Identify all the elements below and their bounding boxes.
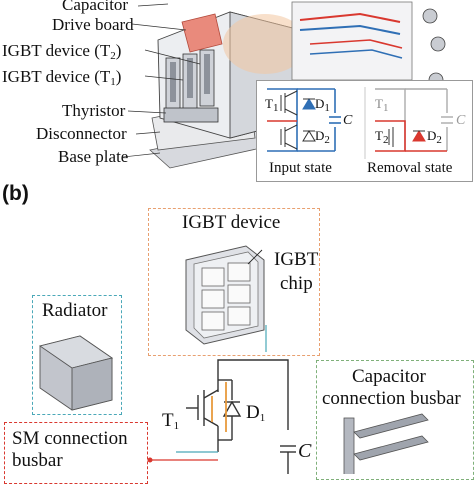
inset-t1-sub: 1 xyxy=(272,102,279,114)
label-disconnector: Disconnector xyxy=(36,124,127,143)
circuit-t1-sub: 1 xyxy=(173,420,180,432)
igbt-t2-prefix: IGBT device (T xyxy=(2,41,111,60)
inset-d2-right-letter: D xyxy=(427,128,437,143)
removal-state-label: Removal state xyxy=(367,160,453,176)
inset-t2-letter: T xyxy=(375,128,383,143)
inset-d2-right-label: D2 xyxy=(427,127,442,149)
inset-c-right-label: C xyxy=(456,113,466,128)
igbt-chip-label-line1: IGBT xyxy=(274,249,319,270)
inset-t2-sub: 2 xyxy=(382,134,389,146)
panel-b-tag: (b) xyxy=(2,182,29,205)
sm-busbar-line2: busbar xyxy=(12,450,63,471)
inset-d1-sub: 1 xyxy=(324,102,330,114)
igbt-t2-sub: 2 xyxy=(110,50,116,62)
inset-d2-label: D2 xyxy=(315,127,330,149)
igbt-device-box xyxy=(148,208,320,356)
radiator-box xyxy=(32,295,122,415)
igbt-chip-label-line2: chip xyxy=(280,273,313,294)
igbt-device-title: IGBT device xyxy=(182,212,281,233)
inset-t1-right-sub: 1 xyxy=(382,102,389,114)
label-base-plate: Base plate xyxy=(58,147,129,166)
circuit-inset-drawing xyxy=(267,87,453,159)
circuit-inset: T1 D1 D2 C T1 T2 D2 C Input state Remova… xyxy=(256,80,473,182)
inset-d1-letter: D xyxy=(315,96,325,111)
inset-t1-label: T1 xyxy=(265,95,278,117)
inset-d2-letter: D xyxy=(315,128,325,143)
inset-c-label: C xyxy=(343,113,353,128)
capacitor-busbar-line1: Capacitor xyxy=(352,366,426,387)
label-thyristor: Thyristor xyxy=(62,101,126,120)
igbt-t2-suffix: ) xyxy=(115,41,122,60)
label-igbt-t2: IGBT device (T2) xyxy=(2,42,121,65)
capacitor-busbar-line2: connection busbar xyxy=(322,388,461,409)
circuit-d1-letter: D xyxy=(246,402,260,423)
igbt-t1-prefix: IGBT device (T xyxy=(2,67,111,86)
circuit-t1-letter: T xyxy=(162,410,174,431)
inset-d2-right-sub: 2 xyxy=(436,134,442,146)
circuit-d1-label: D1 xyxy=(246,402,266,427)
circuit-t1-label: T1 xyxy=(162,410,180,435)
inset-t1-right-label: T1 xyxy=(375,95,388,117)
igbt-t1-sub: 1 xyxy=(110,76,116,88)
igbt-device-illustration xyxy=(38,245,429,474)
label-igbt-t1: IGBT device (T1) xyxy=(2,68,121,91)
radiator-title: Radiator xyxy=(42,300,108,321)
inset-d2-sub: 2 xyxy=(324,134,330,146)
label-drive-board: Drive board xyxy=(52,15,134,34)
inset-t1-letter: T xyxy=(265,96,273,111)
inset-d1-label: D1 xyxy=(315,95,330,117)
sm-busbar-line1: SM connection xyxy=(12,428,128,449)
circuit-d1-sub: 1 xyxy=(259,412,266,424)
input-state-label: Input state xyxy=(269,160,332,176)
inset-t2-label: T2 xyxy=(375,127,388,149)
igbt-t1-suffix: ) xyxy=(115,67,122,86)
label-capacitor: Capacitor xyxy=(62,0,129,14)
circuit-c-label: C xyxy=(298,440,312,462)
inset-t1-right-letter: T xyxy=(375,96,383,111)
